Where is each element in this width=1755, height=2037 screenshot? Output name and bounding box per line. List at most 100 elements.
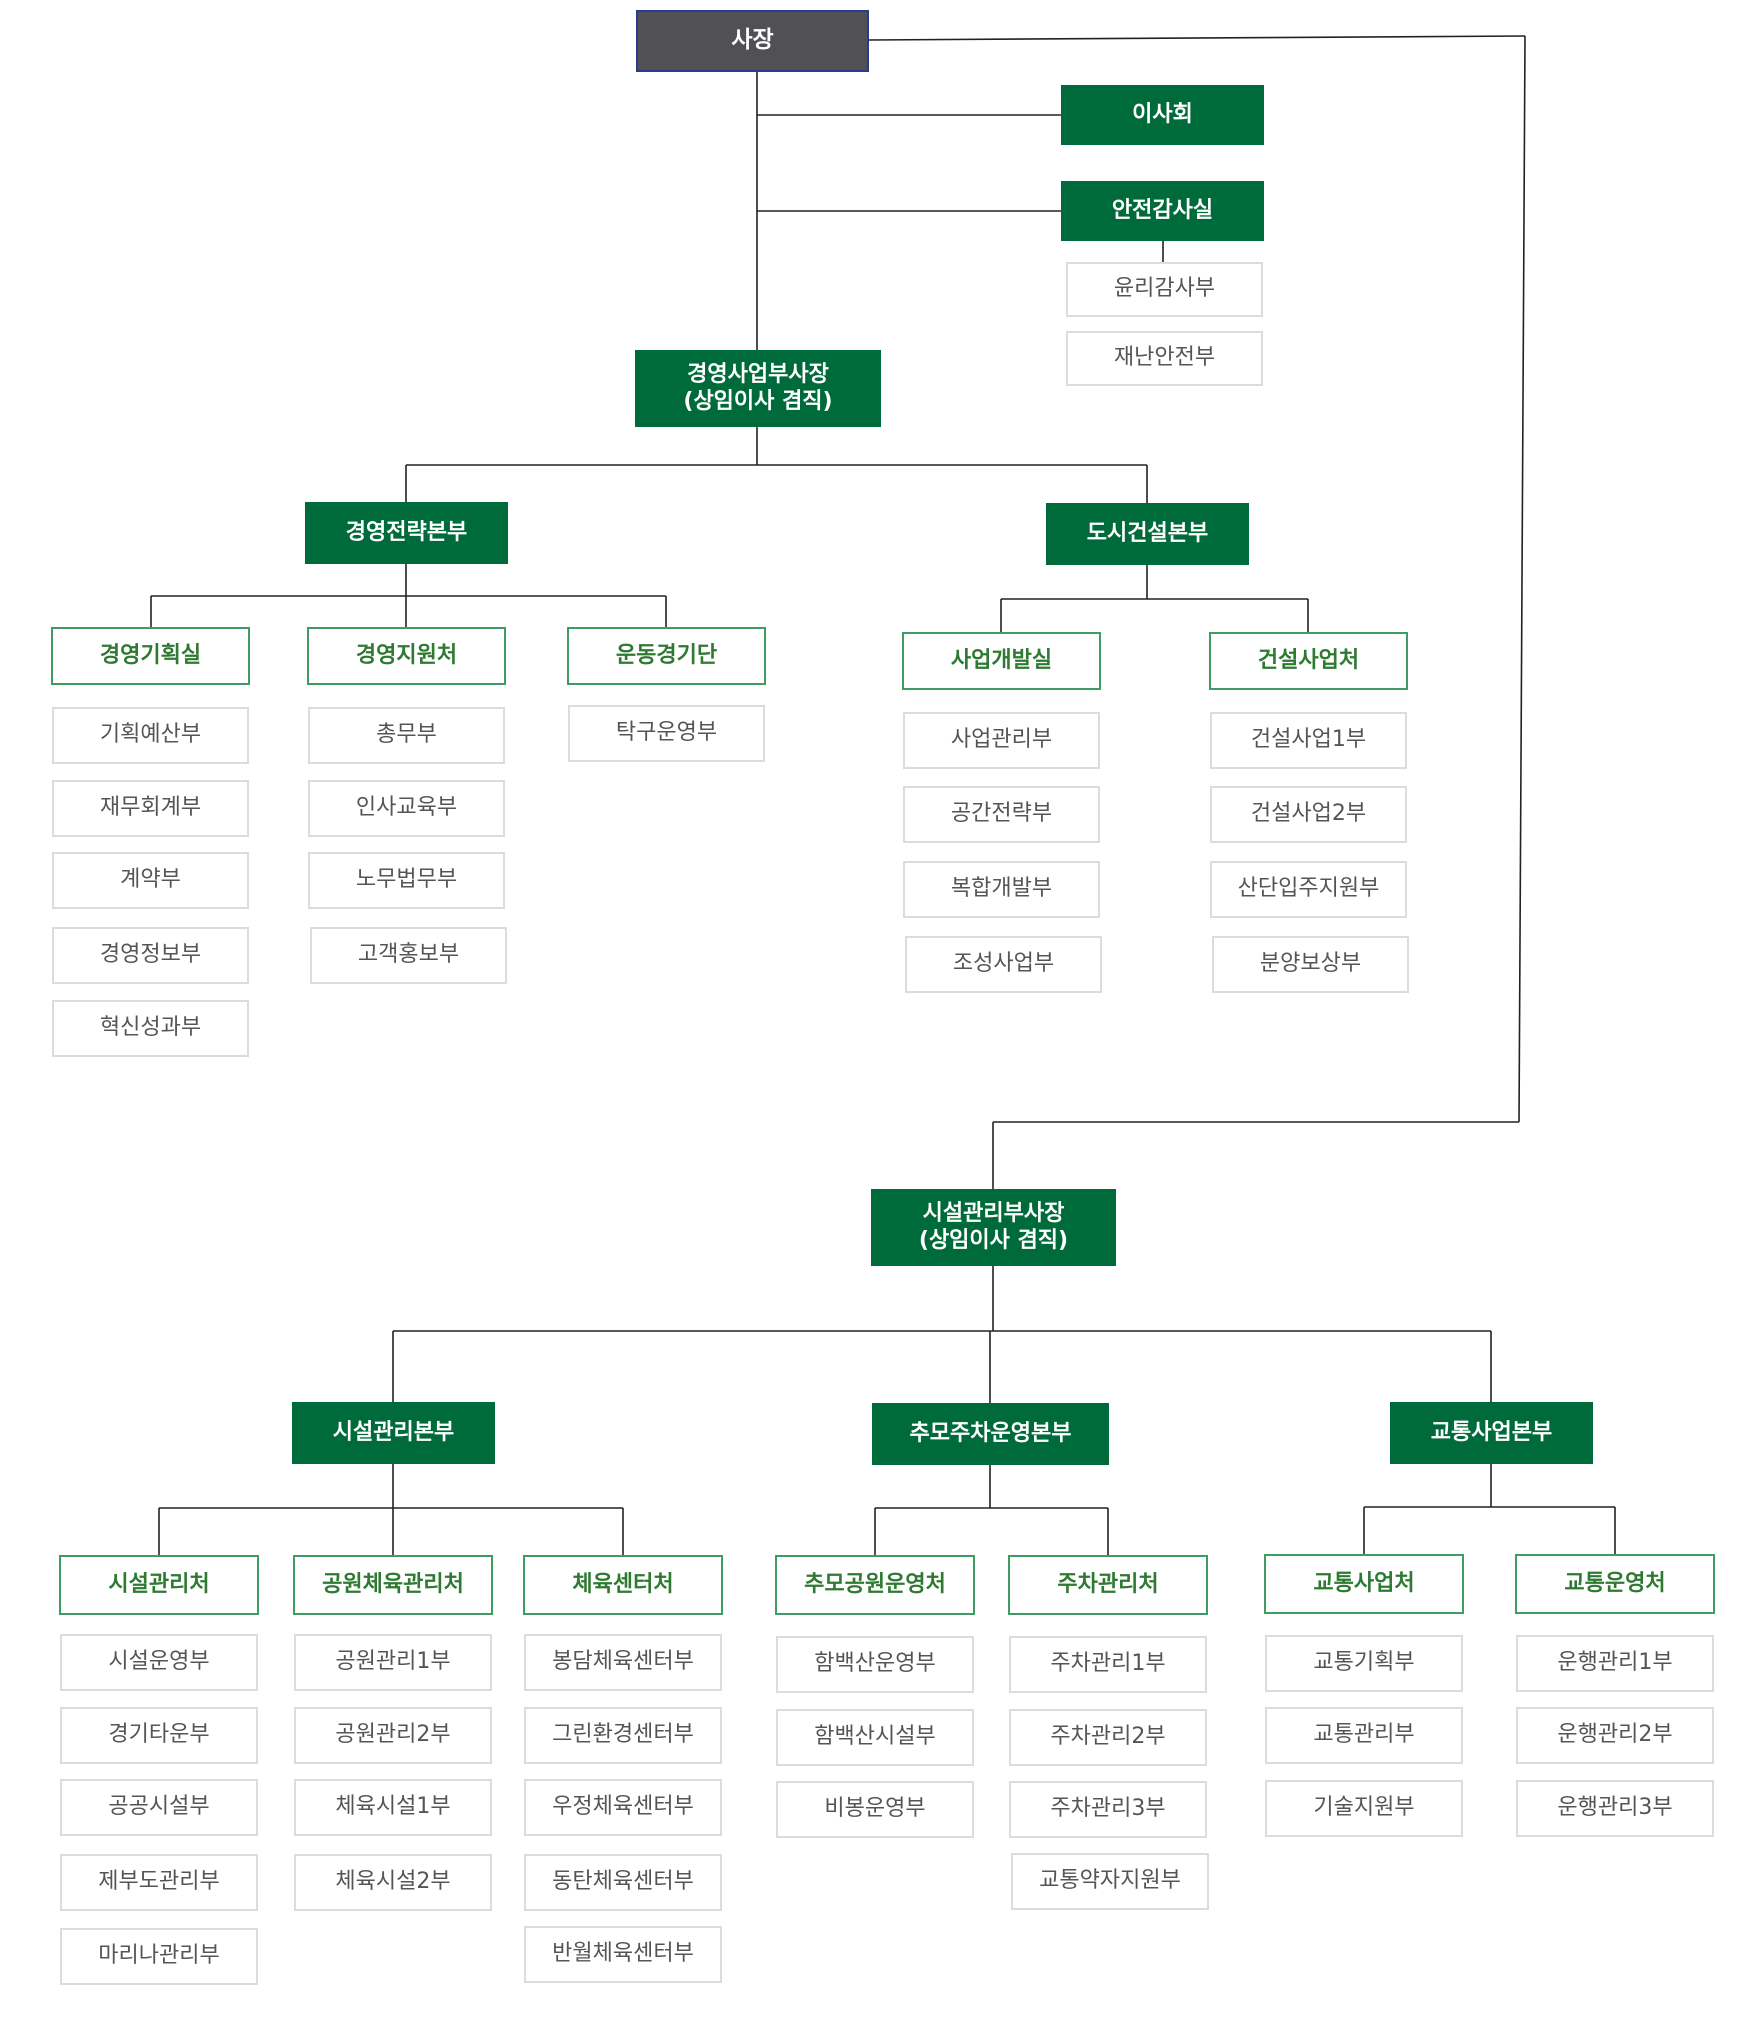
- vp-management-subtitle: (상임이사 겸직): [683, 388, 833, 414]
- department-box: 기획예산부: [52, 707, 249, 764]
- headquarters-label: 경영전략본부: [345, 519, 468, 545]
- department-label: 제부도관리부: [98, 1869, 220, 1895]
- headquarters-label: 교통사업본부: [1430, 1419, 1553, 1445]
- department-box: 함백산시설부: [776, 1709, 974, 1766]
- department-label: 공원관리2부: [335, 1722, 451, 1748]
- department-box: 체육시설2부: [294, 1854, 492, 1911]
- department-box: 그린환경센터부: [524, 1707, 722, 1764]
- office-box: 경영기획실: [51, 627, 250, 685]
- department-label: 주차관리3부: [1050, 1796, 1166, 1822]
- department-box: 재무회계부: [52, 780, 249, 837]
- department-box: 주차관리1부: [1009, 1636, 1207, 1693]
- connector-line: [1518, 35, 1526, 1123]
- department-label: 노무법무부: [355, 867, 458, 893]
- department-label: 인사교육부: [355, 795, 458, 821]
- vp-facilities-box: 시설관리부사장 (상임이사 겸직): [871, 1189, 1116, 1266]
- office-box: 시설관리처: [59, 1555, 259, 1615]
- connector-line: [868, 35, 1526, 41]
- department-label: 봉담체육센터부: [552, 1649, 694, 1675]
- department-box: 공공시설부: [60, 1779, 258, 1836]
- board-label: 이사회: [1132, 101, 1193, 127]
- ceo-label: 사장: [731, 27, 774, 54]
- department-box: 체육시설1부: [294, 1779, 492, 1836]
- department-box: 제부도관리부: [60, 1854, 258, 1911]
- department-box: 시설운영부: [60, 1634, 258, 1691]
- department-box: 조성사업부: [905, 936, 1102, 993]
- vp-facilities-title: 시설관리부사장: [922, 1201, 1065, 1227]
- office-box: 추모공원운영처: [775, 1555, 975, 1615]
- headquarters-box: 교통사업본부: [1390, 1402, 1593, 1464]
- office-box: 교통운영처: [1515, 1554, 1715, 1614]
- department-box: 산단입주지원부: [1210, 861, 1407, 918]
- office-label: 교통사업처: [1313, 1570, 1415, 1596]
- department-box: 주차관리2부: [1009, 1709, 1207, 1766]
- department-label: 체육시설1부: [335, 1794, 451, 1820]
- department-label: 주차관리1부: [1050, 1651, 1166, 1677]
- vp-management-title: 경영사업부사장: [687, 362, 829, 388]
- department-label: 우정체육센터부: [552, 1794, 694, 1820]
- headquarters-label: 추모주차운영본부: [909, 1420, 1072, 1446]
- office-box: 경영지원처: [307, 627, 506, 685]
- vp-facilities-subtitle: (상임이사 겸직): [918, 1227, 1069, 1253]
- department-box: 운행관리3부: [1516, 1780, 1714, 1837]
- headquarters-box: 도시건설본부: [1046, 503, 1249, 565]
- office-label: 교통운영처: [1564, 1570, 1666, 1596]
- department-box: 동탄체육센터부: [524, 1854, 722, 1911]
- department-box: 비봉운영부: [776, 1781, 974, 1838]
- headquarters-label: 도시건설본부: [1086, 520, 1209, 546]
- department-box: 공원관리1부: [294, 1634, 492, 1691]
- department-box: 공원관리2부: [294, 1707, 492, 1764]
- department-box: 인사교육부: [308, 780, 505, 837]
- department-label: 재난안전부: [1113, 345, 1216, 371]
- department-box: 건설사업1부: [1210, 712, 1407, 769]
- department-label: 운행관리1부: [1557, 1650, 1673, 1676]
- office-box: 체육센터처: [523, 1555, 723, 1615]
- department-box: 분양보상부: [1212, 936, 1409, 993]
- department-label: 함백산운영부: [814, 1651, 936, 1677]
- department-box: 사업관리부: [903, 712, 1100, 769]
- department-label: 경영정보부: [99, 942, 202, 968]
- department-box: 경기타운부: [60, 1707, 258, 1764]
- department-label: 윤리감사부: [1113, 276, 1216, 302]
- department-label: 반월체육센터부: [552, 1941, 694, 1967]
- department-box: 우정체육센터부: [524, 1779, 722, 1836]
- department-label: 고객홍보부: [357, 942, 460, 968]
- headquarters-box: 시설관리본부: [292, 1402, 495, 1464]
- office-box: 건설사업처: [1209, 632, 1408, 690]
- office-label: 공원체육관리처: [322, 1571, 464, 1597]
- department-box: 마리나관리부: [60, 1928, 258, 1985]
- department-label: 운행관리2부: [1557, 1722, 1673, 1748]
- department-label: 사업관리부: [950, 727, 1053, 753]
- department-label: 비봉운영부: [824, 1796, 926, 1822]
- department-box: 노무법무부: [308, 852, 505, 909]
- office-label: 사업개발실: [950, 647, 1053, 673]
- department-label: 공공시설부: [108, 1794, 210, 1820]
- office-label: 건설사업처: [1257, 647, 1360, 673]
- office-label: 주차관리처: [1057, 1571, 1159, 1597]
- safety-audit-box: 안전감사실: [1061, 181, 1264, 241]
- department-label: 공간전략부: [950, 801, 1053, 827]
- department-label: 건설사업2부: [1250, 801, 1367, 827]
- department-box: 교통기획부: [1265, 1635, 1463, 1692]
- department-label: 계약부: [120, 867, 181, 893]
- department-box: 반월체육센터부: [524, 1926, 722, 1983]
- department-label: 혁신성과부: [99, 1015, 202, 1041]
- department-label: 체육시설2부: [335, 1869, 451, 1895]
- department-label: 분양보상부: [1259, 951, 1362, 977]
- headquarters-box: 추모주차운영본부: [872, 1403, 1109, 1465]
- department-box: 윤리감사부: [1066, 262, 1263, 317]
- department-label: 그린환경센터부: [552, 1722, 694, 1748]
- department-box: 경영정보부: [52, 927, 249, 984]
- office-label: 경영지원처: [355, 642, 458, 668]
- headquarters-box: 경영전략본부: [305, 502, 508, 564]
- department-box: 계약부: [52, 852, 249, 909]
- office-label: 추모공원운영처: [804, 1571, 946, 1597]
- department-box: 운행관리2부: [1516, 1707, 1714, 1764]
- department-box: 건설사업2부: [1210, 786, 1407, 843]
- department-box: 교통관리부: [1265, 1707, 1463, 1764]
- office-label: 운동경기단: [615, 642, 718, 668]
- department-label: 함백산시설부: [814, 1724, 936, 1750]
- department-label: 산단입주지원부: [1237, 876, 1380, 902]
- department-label: 건설사업1부: [1250, 727, 1367, 753]
